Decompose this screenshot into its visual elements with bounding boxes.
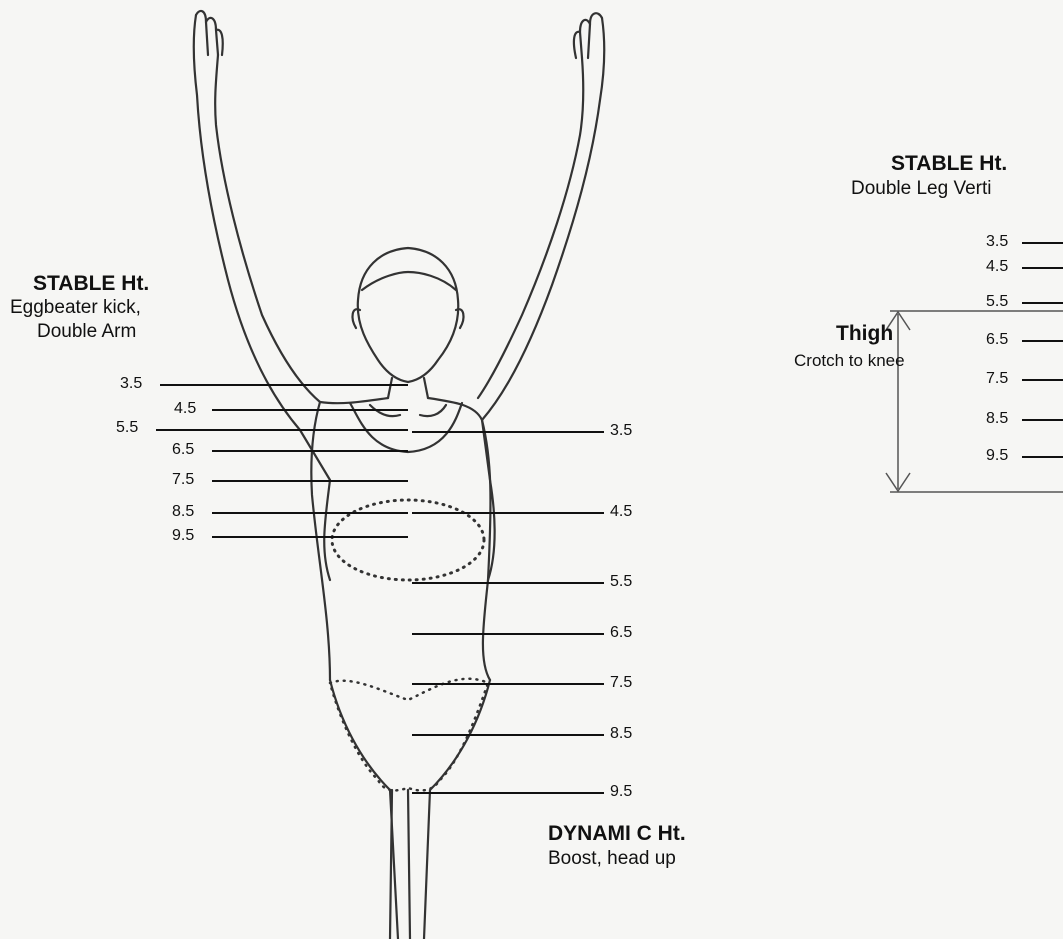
left-arm-outline	[194, 15, 330, 580]
eggbeater-tick-8-5: 8.5	[172, 503, 194, 521]
eggbeater-tick-6-5: 6.5	[172, 441, 194, 459]
dynamic-tick-6-5: 6.5	[610, 624, 632, 642]
eggbeater-title: STABLE Ht.	[33, 272, 149, 296]
dynamic-tick-3-5: 3.5	[610, 422, 632, 440]
dynamic-tick-5-5: 5.5	[610, 573, 632, 591]
double-leg-tick-7-5: 7.5	[986, 370, 1008, 388]
eggbeater-tick-9-5: 9.5	[172, 527, 194, 545]
double-leg-title: STABLE Ht.	[891, 152, 1007, 176]
double-leg-tick-4-5: 4.5	[986, 258, 1008, 276]
dynamic-tick-8-5: 8.5	[610, 725, 632, 743]
thigh-subtitle: Crotch to knee	[794, 351, 905, 371]
eggbeater-line1: Eggbeater kick,	[10, 297, 141, 319]
dynamic-subtitle: Boost, head up	[548, 848, 676, 870]
right-arm-outline	[482, 18, 604, 580]
eggbeater-tick-3-5: 3.5	[120, 375, 142, 393]
head-outline	[358, 248, 458, 382]
double-leg-tick-6-5: 6.5	[986, 331, 1008, 349]
double-leg-tick-8-5: 8.5	[986, 410, 1008, 428]
eggbeater-tick-4-5: 4.5	[174, 400, 196, 418]
torso-right-outline	[428, 398, 490, 680]
eggbeater-line2: Double Arm	[37, 321, 136, 343]
double-leg-tick-3-5: 3.5	[986, 233, 1008, 251]
dynamic-title: DYNAMI C Ht.	[548, 822, 686, 846]
eggbeater-tick-7-5: 7.5	[172, 471, 194, 489]
double-leg-subtitle: Double Leg Verti	[851, 178, 992, 200]
dynamic-tick-9-5: 9.5	[610, 783, 632, 801]
double-leg-tick-5-5: 5.5	[986, 293, 1008, 311]
dynamic-tick-4-5: 4.5	[610, 503, 632, 521]
eggbeater-tick-5-5: 5.5	[116, 419, 138, 437]
dynamic-tick-7-5: 7.5	[610, 674, 632, 692]
double-leg-tick-9-5: 9.5	[986, 447, 1008, 465]
thigh-title: Thigh	[836, 322, 893, 346]
